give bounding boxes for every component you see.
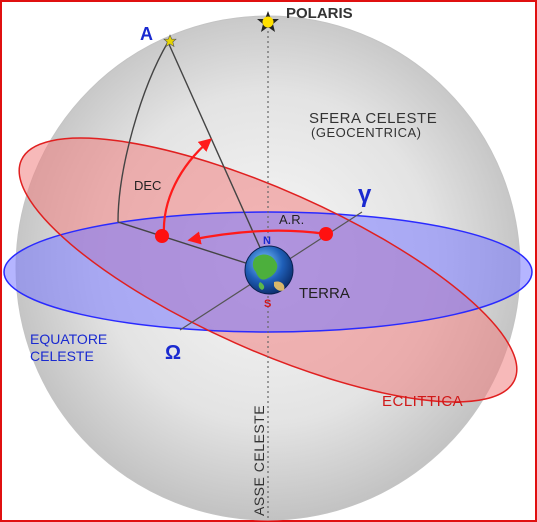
ecliptic-outline xyxy=(18,137,518,403)
earth-globe xyxy=(244,245,294,295)
sfera-celeste-label: SFERA CELESTE xyxy=(309,110,437,127)
omega-point-label: Ω xyxy=(165,342,181,364)
equatore-label-line1: EQUATORE xyxy=(30,331,107,347)
ar-label: A.R. xyxy=(279,212,304,227)
right-ascension-arrow xyxy=(187,229,327,245)
hour-circle-left xyxy=(117,41,169,223)
dec-label: DEC xyxy=(134,178,161,193)
star-to-earth-line xyxy=(167,41,263,253)
star-a-icon xyxy=(163,34,177,48)
south-pole-label: S xyxy=(264,298,271,310)
star-projection-point xyxy=(155,229,169,243)
polaris-label: POLARIS xyxy=(286,5,353,22)
north-pole-label: N xyxy=(263,235,271,247)
gamma-point-label: γ xyxy=(358,181,372,208)
geocentrica-label: (GEOCENTRICA) xyxy=(311,125,422,140)
eclittica-label: ECLITTICA xyxy=(382,393,463,410)
terra-label: TERRA xyxy=(299,285,350,302)
declination-arrow xyxy=(162,138,212,237)
vernal-reference-point xyxy=(319,227,333,241)
star-a-label: A xyxy=(140,24,153,44)
polaris-star-icon xyxy=(257,11,279,32)
equatore-label-line2: CELESTE xyxy=(30,348,94,364)
equatorial-radius-line xyxy=(117,221,256,267)
asse-celeste-label: ASSE CELESTE xyxy=(251,405,267,516)
